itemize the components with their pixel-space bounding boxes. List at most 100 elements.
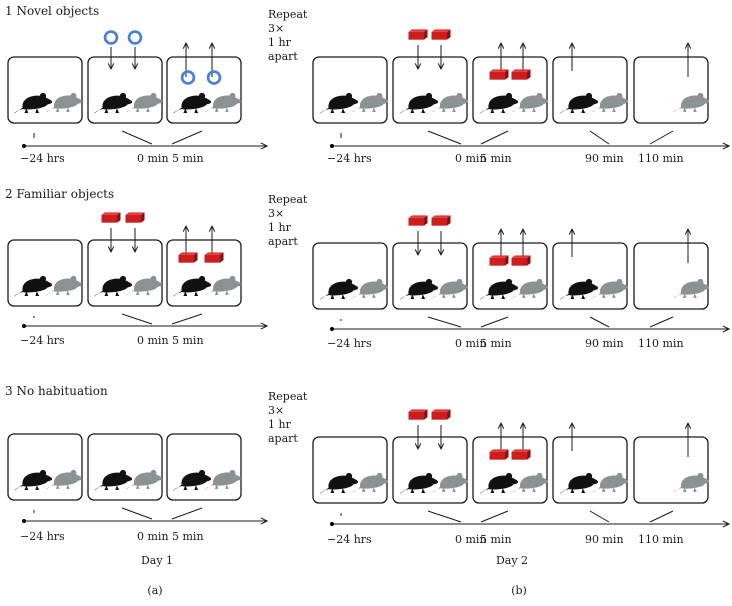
panel-title: 3 No habituation: [5, 384, 108, 398]
timeline-start-dot: [22, 324, 26, 328]
time-label: 0 min: [137, 530, 169, 543]
time-label: 5 min: [172, 334, 204, 347]
repeat-note-line: apart: [268, 50, 298, 63]
time-label: 90 min: [585, 337, 624, 350]
time-label: −24 hrs: [327, 337, 372, 350]
repeat-note-line: 3×: [268, 22, 284, 35]
tick-line: [171, 130, 203, 145]
repeat-note-line: 3×: [268, 404, 284, 417]
arena-box: [392, 436, 468, 504]
time-label: 0 min: [455, 152, 487, 165]
tick-line: [121, 130, 153, 145]
arena-box: [7, 239, 83, 307]
time-label: −24 hrs: [20, 152, 65, 165]
time-label: 110 min: [638, 152, 684, 165]
block-object-icon: [511, 255, 531, 266]
ring-object-icon: [103, 30, 119, 45]
time-label: 0 min: [455, 533, 487, 546]
tick-line: [480, 316, 509, 328]
block-object-icon: [431, 215, 451, 226]
tick-line: [121, 507, 153, 520]
time-label: 90 min: [585, 152, 624, 165]
tick-line: [171, 507, 203, 520]
time-label: 5 min: [480, 152, 512, 165]
tick-line: [649, 316, 674, 328]
block-object-icon: [178, 252, 198, 263]
repeat-note-line: Repeat: [268, 390, 308, 403]
block-object-icon: [408, 29, 428, 40]
arena-box: [312, 56, 388, 124]
time-label: −24 hrs: [20, 530, 65, 543]
time-label: 0 min: [137, 334, 169, 347]
timeline-start-dot: [330, 522, 334, 526]
tick-line: [427, 510, 462, 523]
arena-box: [166, 56, 242, 124]
repeat-note-line: 1 hr: [268, 221, 292, 234]
panel-letter: (b): [511, 584, 527, 597]
arena-box: [633, 56, 709, 124]
time-label: 5 min: [480, 533, 512, 546]
arena-box: [166, 433, 242, 501]
ring-object-icon: [127, 30, 143, 45]
arena-box: [472, 56, 548, 124]
block-object-icon: [511, 69, 531, 80]
tick-line: [589, 510, 610, 523]
arena-box: [87, 239, 163, 307]
arena-box: [472, 242, 548, 310]
day-label: Day 1: [141, 554, 173, 567]
time-label: 5 min: [480, 337, 512, 350]
arena-box: [166, 239, 242, 307]
time-label: 90 min: [585, 533, 624, 546]
timeline-start-dot: [22, 519, 26, 523]
tick-line: [649, 130, 674, 145]
time-label: 5 min: [172, 152, 204, 165]
block-object-icon: [489, 69, 509, 80]
arena-box: [633, 242, 709, 310]
block-object-icon: [408, 409, 428, 420]
block-object-icon: [408, 215, 428, 226]
repeat-note-line: 1 hr: [268, 418, 292, 431]
arena-box: [7, 433, 83, 501]
tick-line: [427, 130, 462, 145]
time-label: 5 min: [172, 530, 204, 543]
tick-line: [589, 316, 610, 328]
block-object-icon: [511, 449, 531, 460]
time-label: 0 min: [455, 337, 487, 350]
repeat-note-line: Repeat: [268, 8, 308, 21]
time-label: −24 hrs: [20, 334, 65, 347]
repeat-note-line: apart: [268, 432, 298, 445]
arena-box: [7, 56, 83, 124]
arena-box: [87, 56, 163, 124]
timeline-start-dot: [22, 144, 26, 148]
block-object-icon: [101, 212, 121, 223]
arena-box: [312, 242, 388, 310]
time-label: 110 min: [638, 533, 684, 546]
arena-box: [87, 433, 163, 501]
tick-line: [480, 510, 509, 523]
day-label: Day 2: [496, 554, 528, 567]
arena-box: [633, 436, 709, 504]
tick-line: [171, 313, 203, 325]
panel-title: 1 Novel objects: [5, 4, 99, 18]
block-object-icon: [431, 29, 451, 40]
time-label: −24 hrs: [327, 152, 372, 165]
repeat-note-line: apart: [268, 235, 298, 248]
block-object-icon: [431, 409, 451, 420]
time-label: −24 hrs: [327, 533, 372, 546]
panel-title: 2 Familiar objects: [5, 187, 114, 201]
time-label: 110 min: [638, 337, 684, 350]
arena-box: [392, 56, 468, 124]
tick-line: [589, 130, 610, 145]
block-object-icon: [204, 252, 224, 263]
arena-box: [392, 242, 468, 310]
block-object-icon: [125, 212, 145, 223]
arena-box: [312, 436, 388, 504]
arena-box: [552, 242, 628, 310]
repeat-note-line: 1 hr: [268, 36, 292, 49]
repeat-note-line: 3×: [268, 207, 284, 220]
tick-line: [121, 313, 153, 325]
panel-letter: (a): [147, 584, 162, 597]
